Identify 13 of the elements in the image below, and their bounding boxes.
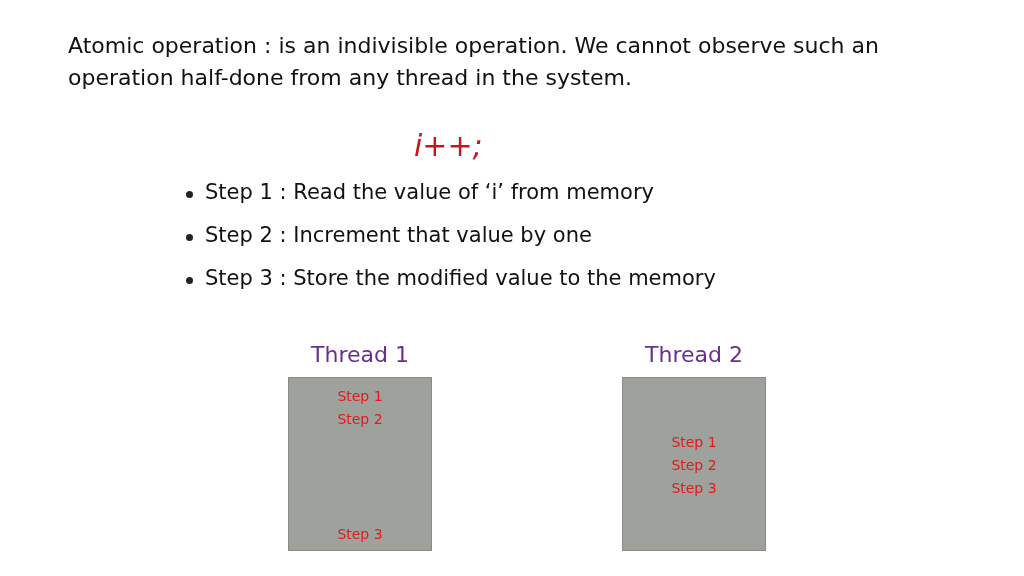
code-expression: i++; — [414, 128, 483, 163]
step-text: Step 1 — [671, 434, 717, 450]
step-text: Step 2 — [337, 411, 383, 427]
step-text: Step 3 — [671, 480, 717, 496]
thread-heading: Thread 1 — [310, 342, 410, 367]
step-text: Step 3 — [337, 526, 383, 542]
bullet-item: Step 1 : Read the value of ‘i’ from memory — [205, 180, 654, 204]
heading-text: Atomic operation : is an indivisible operation. We cannot observe such an operation half-done from any thread in the system. — [68, 32, 880, 92]
step-text: Step 1 — [337, 388, 383, 404]
bullet-item: Step 2 : Increment that value by one — [205, 223, 592, 247]
step-text: Step 2 — [671, 457, 717, 473]
bullet-item: Step 3 : Store the modified value to the memory — [205, 266, 716, 290]
thread-heading: Thread 2 — [644, 342, 744, 367]
